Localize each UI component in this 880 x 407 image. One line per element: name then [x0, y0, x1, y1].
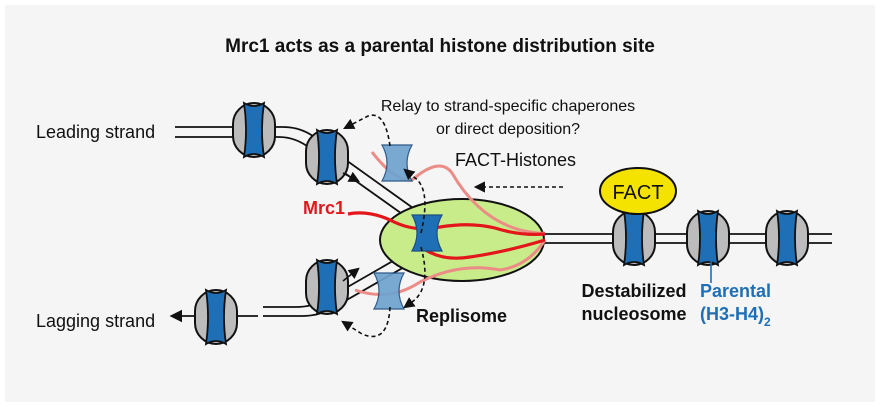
nucleosome-parental-2 [686, 210, 730, 266]
nucleosome-leading-1 [232, 102, 276, 158]
mrc1-protein [347, 211, 546, 236]
fact-label: FACT [612, 182, 663, 204]
figure-title: Mrc1 acts as a parental histone distribu… [225, 36, 655, 57]
destabilized-label-line1: Destabilized [581, 281, 686, 301]
nucleosome-parental-3 [765, 210, 809, 266]
deposition-arrows [342, 171, 360, 282]
destabilized-label-line2: nucleosome [581, 304, 686, 324]
histone-h3h4-lower [373, 272, 405, 310]
lagging-strand-label: Lagging strand [36, 311, 155, 331]
mrc1-label: Mrc1 [303, 198, 345, 218]
histone-h3h4-upper [381, 144, 413, 182]
histone-h3h4-replisome [411, 214, 443, 252]
nucleosome-leading-2 [305, 129, 349, 185]
destabilized-nucleosome [612, 210, 656, 266]
dashed-arrows [341, 114, 563, 338]
fact-histones-label: FACT-Histones [455, 150, 576, 170]
parental-label-line1: Parental [700, 281, 771, 301]
relay-question-line2: or direct deposition? [436, 121, 580, 138]
nucleosome-lagging-1 [305, 259, 349, 315]
nucleosome-lagging-2 [194, 289, 238, 345]
leading-strand-label: Leading strand [36, 122, 155, 142]
replisome-label: Replisome [416, 306, 507, 326]
parental-label-line2: (H3-H4)2 [700, 304, 771, 329]
mrc1-protein-tail [419, 238, 546, 260]
fact-chaperone [599, 167, 677, 215]
relay-question-line1: Relay to strand-specific chaperones [381, 98, 635, 115]
